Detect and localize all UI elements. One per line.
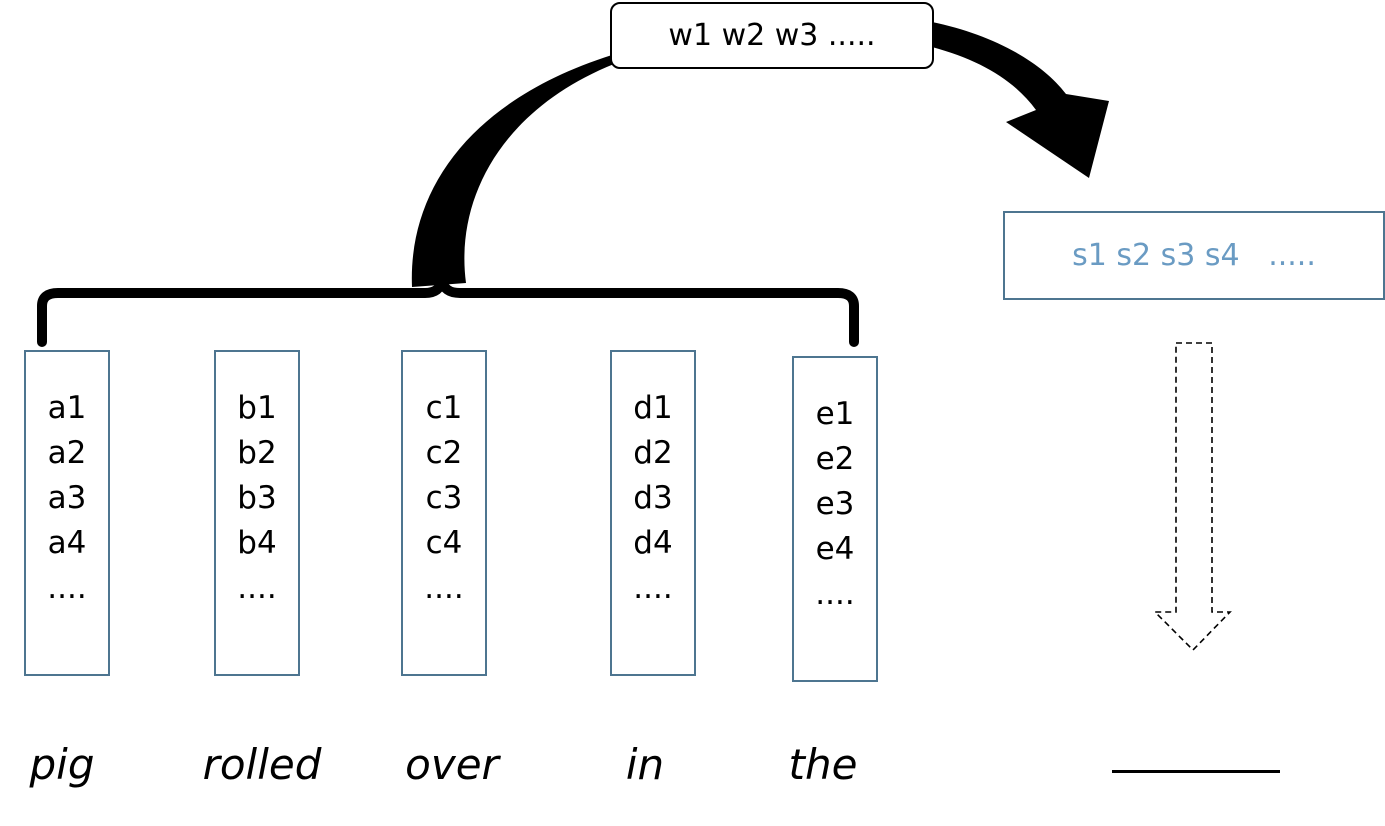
output-sequence-text: s1 s2 s3 s4 ..... [1072,238,1316,273]
candidate-item: c4 [425,525,463,561]
candidate-item: e3 [815,486,855,522]
candidate-column-the: e1 e2 e3 e4 .... [792,356,878,682]
word-label: in [625,740,665,789]
candidate-item: c1 [425,390,463,426]
candidate-item: b2 [237,435,277,471]
candidate-item: a4 [47,525,87,561]
candidate-item: e4 [815,531,855,567]
candidate-item: a3 [47,480,87,516]
word-label: rolled [202,740,322,789]
candidate-item: .... [815,576,855,612]
candidate-item: .... [424,570,464,606]
candidate-item: b1 [237,390,277,426]
candidate-item: e1 [815,396,855,432]
candidate-item: b3 [237,480,277,516]
word-label: over [405,740,499,789]
dashed-down-arrow [1153,342,1232,652]
blank-word-line [1112,770,1280,773]
candidate-item: c2 [425,435,463,471]
candidate-item: c3 [425,480,463,516]
word-label: pig [29,740,95,789]
context-words-text: w1 w2 w3 ..... [668,18,876,53]
prediction-arrow [932,22,1109,178]
candidate-item: d4 [633,525,673,561]
candidate-item: .... [47,570,87,606]
curved-connector [411,55,614,287]
candidate-item: d2 [633,435,673,471]
candidate-item: d1 [633,390,673,426]
word-label: the [788,740,858,789]
candidate-item: a2 [47,435,87,471]
candidate-item: .... [633,570,673,606]
output-sequence-box: s1 s2 s3 s4 ..... [1003,211,1385,300]
context-words-box: w1 w2 w3 ..... [610,2,934,69]
candidate-column-pig: a1 a2 a3 a4 .... [24,350,110,676]
candidate-column-over: c1 c2 c3 c4 .... [401,350,487,676]
candidate-column-in: d1 d2 d3 d4 .... [610,350,696,676]
candidate-item: d3 [633,480,673,516]
candidate-item: e2 [815,441,855,477]
candidate-item: a1 [47,390,87,426]
grouping-brace [37,191,859,347]
candidate-item: b4 [237,525,277,561]
candidate-column-rolled: b1 b2 b3 b4 .... [214,350,300,676]
candidate-item: .... [237,570,277,606]
